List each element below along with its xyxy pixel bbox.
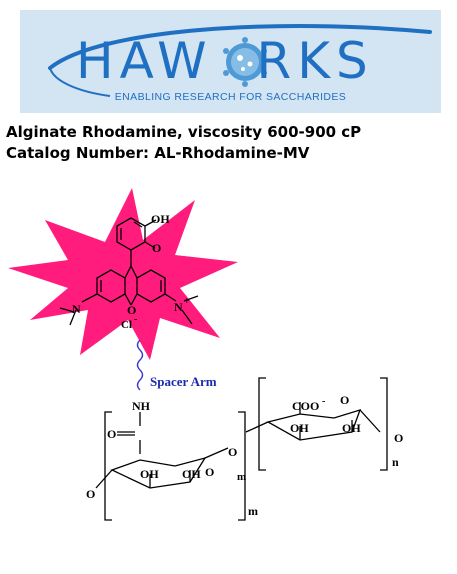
label-n-subscript: n [392, 455, 399, 469]
label-cl: Cl [121, 319, 132, 331]
label-m: m [248, 504, 258, 518]
brand-left: HAW [76, 32, 213, 90]
label-nh: NH [132, 399, 151, 413]
label-o-amide: O [107, 427, 116, 441]
rhodamine-star-shape [8, 188, 238, 360]
spacer-arm-label: Spacer Arm [150, 374, 217, 389]
label-coo: COO [292, 399, 319, 413]
label-o-carbonyl: O [152, 241, 161, 255]
label-oh-top: OH [151, 212, 170, 226]
label-oh-4: OH [342, 421, 361, 435]
swoosh-arc [48, 24, 432, 70]
label-o-ring-left: O [205, 465, 214, 479]
label-n-left: N [72, 302, 81, 316]
label-o-left-end: O [86, 487, 95, 501]
tagline: ENABLING RESEARCH FOR SACCHARIDES [114, 91, 347, 103]
swoosh-tail [49, 67, 111, 97]
label-o-link: O [228, 445, 237, 459]
rhodamine-skeleton [59, 217, 388, 521]
cell-logo-icon [223, 37, 267, 87]
brand-right: RKS [256, 32, 374, 90]
label-m-top: m [237, 471, 246, 483]
label-o-ring-right: O [340, 393, 349, 407]
label-n-right: N [174, 300, 183, 314]
label-oh-2: OH [182, 467, 201, 481]
label-oh-1: OH [140, 467, 159, 481]
label-plus: + [184, 296, 190, 307]
product-title: Alginate Rhodamine, viscosity 600-900 cP [6, 123, 362, 141]
label-coo-charge: - [322, 396, 325, 407]
label-o-ring: O [127, 303, 136, 317]
label-oh-3: OH [290, 421, 309, 435]
banner-swoosh [48, 24, 432, 97]
label-cl-charge: - [134, 314, 137, 325]
catalog-number: Catalog Number: AL-Rhodamine-MV [6, 144, 310, 162]
label-o-right-end: O [394, 431, 403, 445]
chemical-structure: OH O O N N + Cl - Spacer Arm NH O OH OH … [8, 188, 403, 521]
